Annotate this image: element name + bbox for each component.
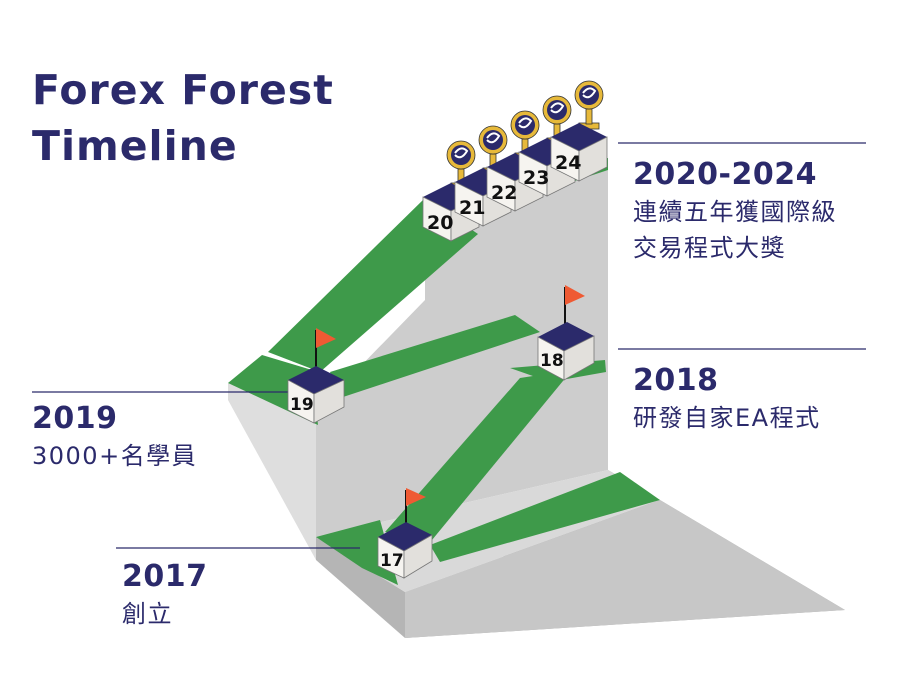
milestone-description: 3000+名學員	[32, 442, 198, 470]
marker-19: 19	[287, 328, 345, 424]
award-cube-label: 23	[523, 167, 549, 189]
award-cube: 24	[550, 80, 608, 182]
award-cube-label: 21	[459, 197, 485, 219]
milestone-year: 2018	[633, 363, 719, 398]
milestone-2017: 2017 創立	[122, 558, 208, 632]
marker-18-label: 18	[540, 351, 564, 371]
award-cube-label: 20	[427, 212, 453, 234]
green-path	[228, 158, 660, 585]
milestone-description: 交易程式大獎	[633, 234, 786, 262]
title-line-2: Timeline	[32, 122, 238, 170]
award-cube: 22	[486, 110, 544, 212]
milestone-year: 2020-2024	[633, 157, 817, 192]
milestone-2018: 2018 研發自家EA程式	[633, 362, 821, 436]
path-17-to-end	[430, 472, 660, 562]
milestone-2019: 2019 3000+名學員	[32, 400, 197, 474]
milestone-description: 研發自家EA程式	[633, 404, 821, 432]
marker-17: 17	[377, 488, 433, 579]
trophy-icon	[574, 80, 604, 130]
path-17-to-18	[385, 370, 572, 540]
flag-17	[406, 488, 426, 506]
award-cube-label: 22	[491, 182, 517, 204]
marker-18: 18	[537, 285, 595, 381]
flag-19	[316, 328, 336, 348]
marker-19-label: 19	[290, 395, 314, 415]
milestone-description: 連續五年獲國際級	[633, 198, 837, 226]
milestone-description: 創立	[122, 600, 173, 628]
milestone-year: 2017	[122, 559, 208, 594]
path-18-to-19	[330, 315, 540, 398]
leader-lines	[32, 142, 866, 549]
path-19-to-top	[268, 198, 478, 372]
award-cubes: 20 21 22 23 24	[422, 80, 608, 242]
path-start-to-17	[316, 520, 398, 585]
marker-17-label: 17	[380, 551, 404, 571]
flag-18	[565, 285, 585, 305]
award-cube-label: 24	[555, 152, 581, 174]
milestone-year: 2019	[32, 401, 118, 436]
page-title: Forex Forest Timeline	[32, 62, 334, 174]
title-line-1: Forex Forest	[32, 66, 334, 114]
milestone-2020-2024: 2020-2024 連續五年獲國際級 交易程式大獎	[633, 156, 837, 266]
